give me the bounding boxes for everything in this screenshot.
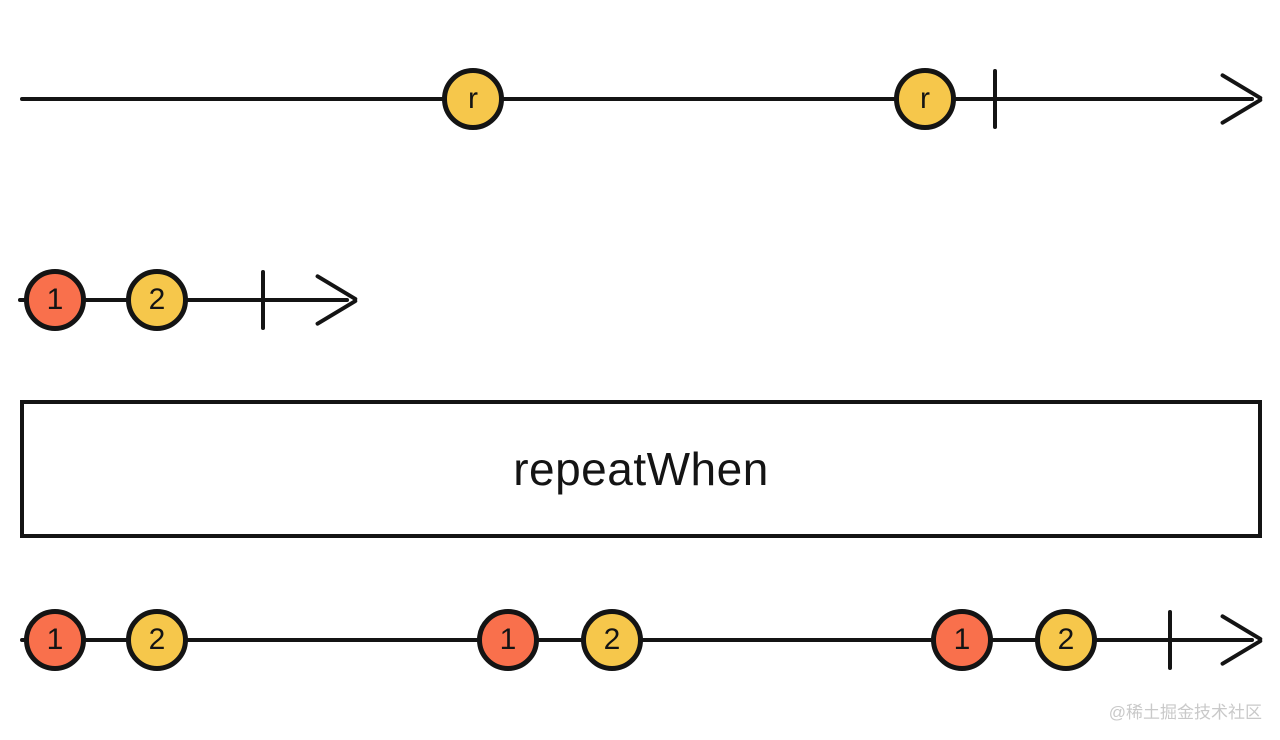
operator-label: repeatWhen [513, 443, 769, 495]
timeline-output-marble-1: 1 [931, 609, 993, 671]
timeline-output-complete-tick [1168, 610, 1172, 670]
marble-label: 1 [46, 623, 64, 656]
timeline-output-marble-1: 1 [24, 609, 86, 671]
marble-label: 2 [1057, 623, 1075, 656]
arrowhead-bar [314, 298, 359, 327]
marble-label: r [468, 82, 478, 115]
marble-label: 1 [499, 623, 517, 656]
timeline-source-marble-2: 2 [126, 269, 188, 331]
marble-label: 1 [46, 283, 64, 316]
operator-box: repeatWhen [20, 400, 1262, 538]
timeline-notifier-complete-tick [993, 69, 997, 129]
watermark-text: @稀土掘金技术社区 [1108, 703, 1262, 722]
timeline-output-marble-2: 2 [126, 609, 188, 671]
timeline-notifier-line [20, 97, 1254, 101]
timeline-output-marble-1: 1 [477, 609, 539, 671]
timeline-source-marble-1: 1 [24, 269, 86, 331]
marble-label: 2 [603, 623, 621, 656]
timeline-output-marble-2: 2 [1035, 609, 1097, 671]
timeline-source-complete-tick [261, 270, 265, 330]
marble-label: 1 [953, 623, 971, 656]
timeline-notifier-marble-r: r [442, 68, 504, 130]
arrowhead-bar [1219, 613, 1264, 642]
arrowhead-bar [1219, 97, 1264, 126]
timeline-notifier-marble-r: r [894, 68, 956, 130]
marble-label: 2 [148, 283, 166, 316]
timeline-source-arrowhead-icon [311, 272, 359, 328]
marble-label: 2 [148, 623, 166, 656]
timeline-output-marble-2: 2 [581, 609, 643, 671]
arrowhead-bar [1219, 72, 1264, 101]
timeline-output-arrowhead-icon [1216, 612, 1264, 668]
marble-label: r [920, 82, 930, 115]
arrowhead-bar [314, 273, 359, 302]
arrowhead-bar [1219, 638, 1264, 667]
timeline-notifier-arrowhead-icon [1216, 71, 1264, 127]
